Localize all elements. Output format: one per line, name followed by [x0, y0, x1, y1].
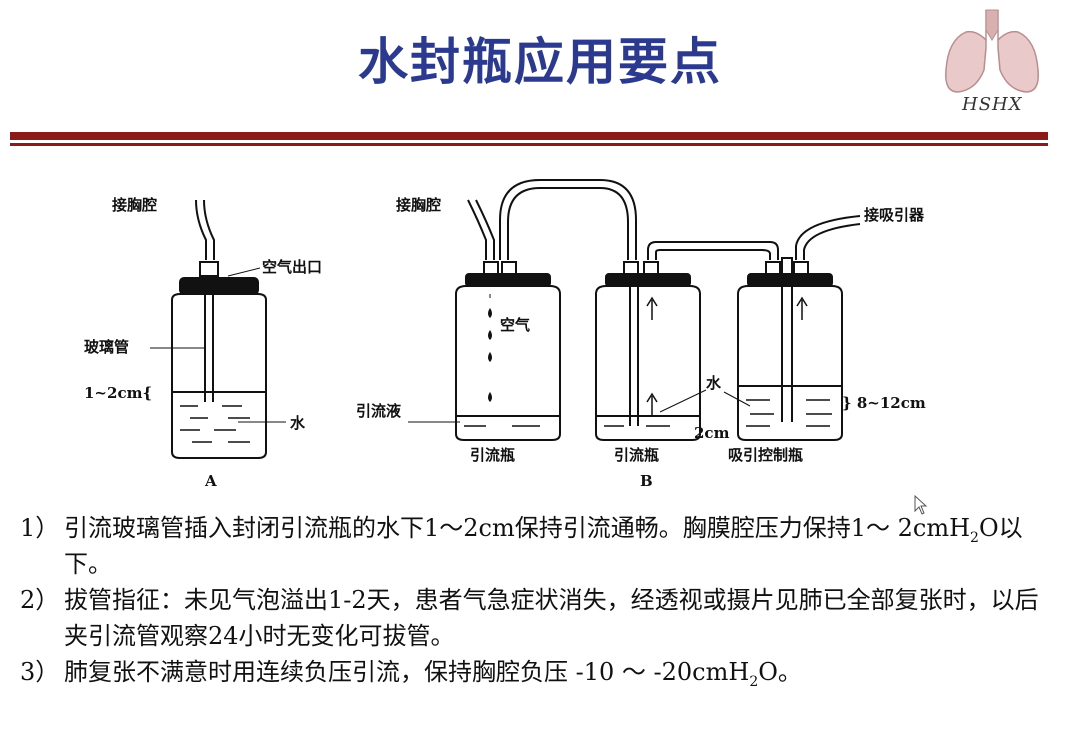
title-divider-thin: [10, 143, 1048, 146]
a-glass-tube-label: 玻璃管: [84, 338, 129, 356]
air-bubbles: [488, 308, 492, 402]
bottle-b2: [595, 241, 779, 441]
b-caption: B: [640, 472, 653, 490]
note-text-tail: O以下。: [64, 514, 1023, 578]
a-depth-label: 1~2cm{: [84, 384, 152, 402]
b-depth-label: 2cm: [694, 424, 730, 442]
bottle-a: [150, 199, 286, 459]
a-water-label: 水: [290, 414, 306, 432]
water-seal-diagram: 接胸腔 空气出口 玻璃管 1~2cm{ 水 A 接胸腔 空气 引流液 引流瓶: [84, 179, 926, 490]
slide-title: 水封瓶应用要点: [358, 33, 722, 91]
note-item: 3） 肺复张不满意时用连续负压引流，保持胸腔负压 -10 ～ -20cmH2O。: [20, 654, 1060, 690]
b-suction-label: 接吸引器: [864, 206, 925, 224]
a-chest-label: 接胸腔: [112, 196, 157, 214]
note-number: 2）: [20, 586, 60, 614]
lungs-logo-icon: [945, 9, 1039, 93]
a-air-outlet-label: 空气出口: [262, 258, 322, 276]
b-drainage-fluid-label: 引流液: [356, 402, 402, 420]
b-air-label: 空气: [500, 316, 530, 334]
logo-text: HSHX: [962, 94, 1023, 115]
note-number: 3）: [20, 658, 60, 686]
b-water-label: 水: [706, 374, 722, 392]
note-text: 引流玻璃管插入封闭引流瓶的水下1～2cm保持引流通畅。胸膜腔压力保持1～ 2cm…: [64, 514, 971, 542]
note-item: 2） 拔管指征：未见气泡溢出1-2天，患者气急症状消失，经透视或摄片见肺已全部复…: [20, 582, 1060, 654]
mouse-cursor-icon: [914, 495, 928, 515]
b-chest-label: 接胸腔: [396, 196, 441, 214]
note-text-tail: O。: [758, 658, 802, 686]
b-control-depth-label: } 8~12cm: [842, 394, 926, 412]
note-text: 肺复张不满意时用连续负压引流，保持胸腔负压 -10 ～ -20cmH: [64, 658, 750, 686]
a-caption: A: [204, 472, 217, 490]
notes-list: 1） 引流玻璃管插入封闭引流瓶的水下1～2cm保持引流通畅。胸膜腔压力保持1～ …: [20, 510, 1060, 690]
bottle-b1: [455, 179, 637, 441]
bottle-b3: [723, 215, 861, 441]
b-bottle2-caption: 引流瓶: [614, 446, 659, 464]
b-bottle3-caption: 吸引控制瓶: [728, 446, 803, 464]
note-subscript: 2: [970, 529, 979, 546]
note-subscript: 2: [749, 673, 759, 690]
title-divider-thick: [10, 132, 1048, 140]
note-item: 1） 引流玻璃管插入封闭引流瓶的水下1～2cm保持引流通畅。胸膜腔压力保持1～ …: [20, 510, 1060, 582]
b-bottle1-caption: 引流瓶: [470, 446, 515, 464]
note-number: 1）: [20, 514, 60, 542]
note-text: 拔管指征：未见气泡溢出1-2天，患者气急症状消失，经透视或摄片见肺已全部复张时，…: [64, 586, 1039, 650]
